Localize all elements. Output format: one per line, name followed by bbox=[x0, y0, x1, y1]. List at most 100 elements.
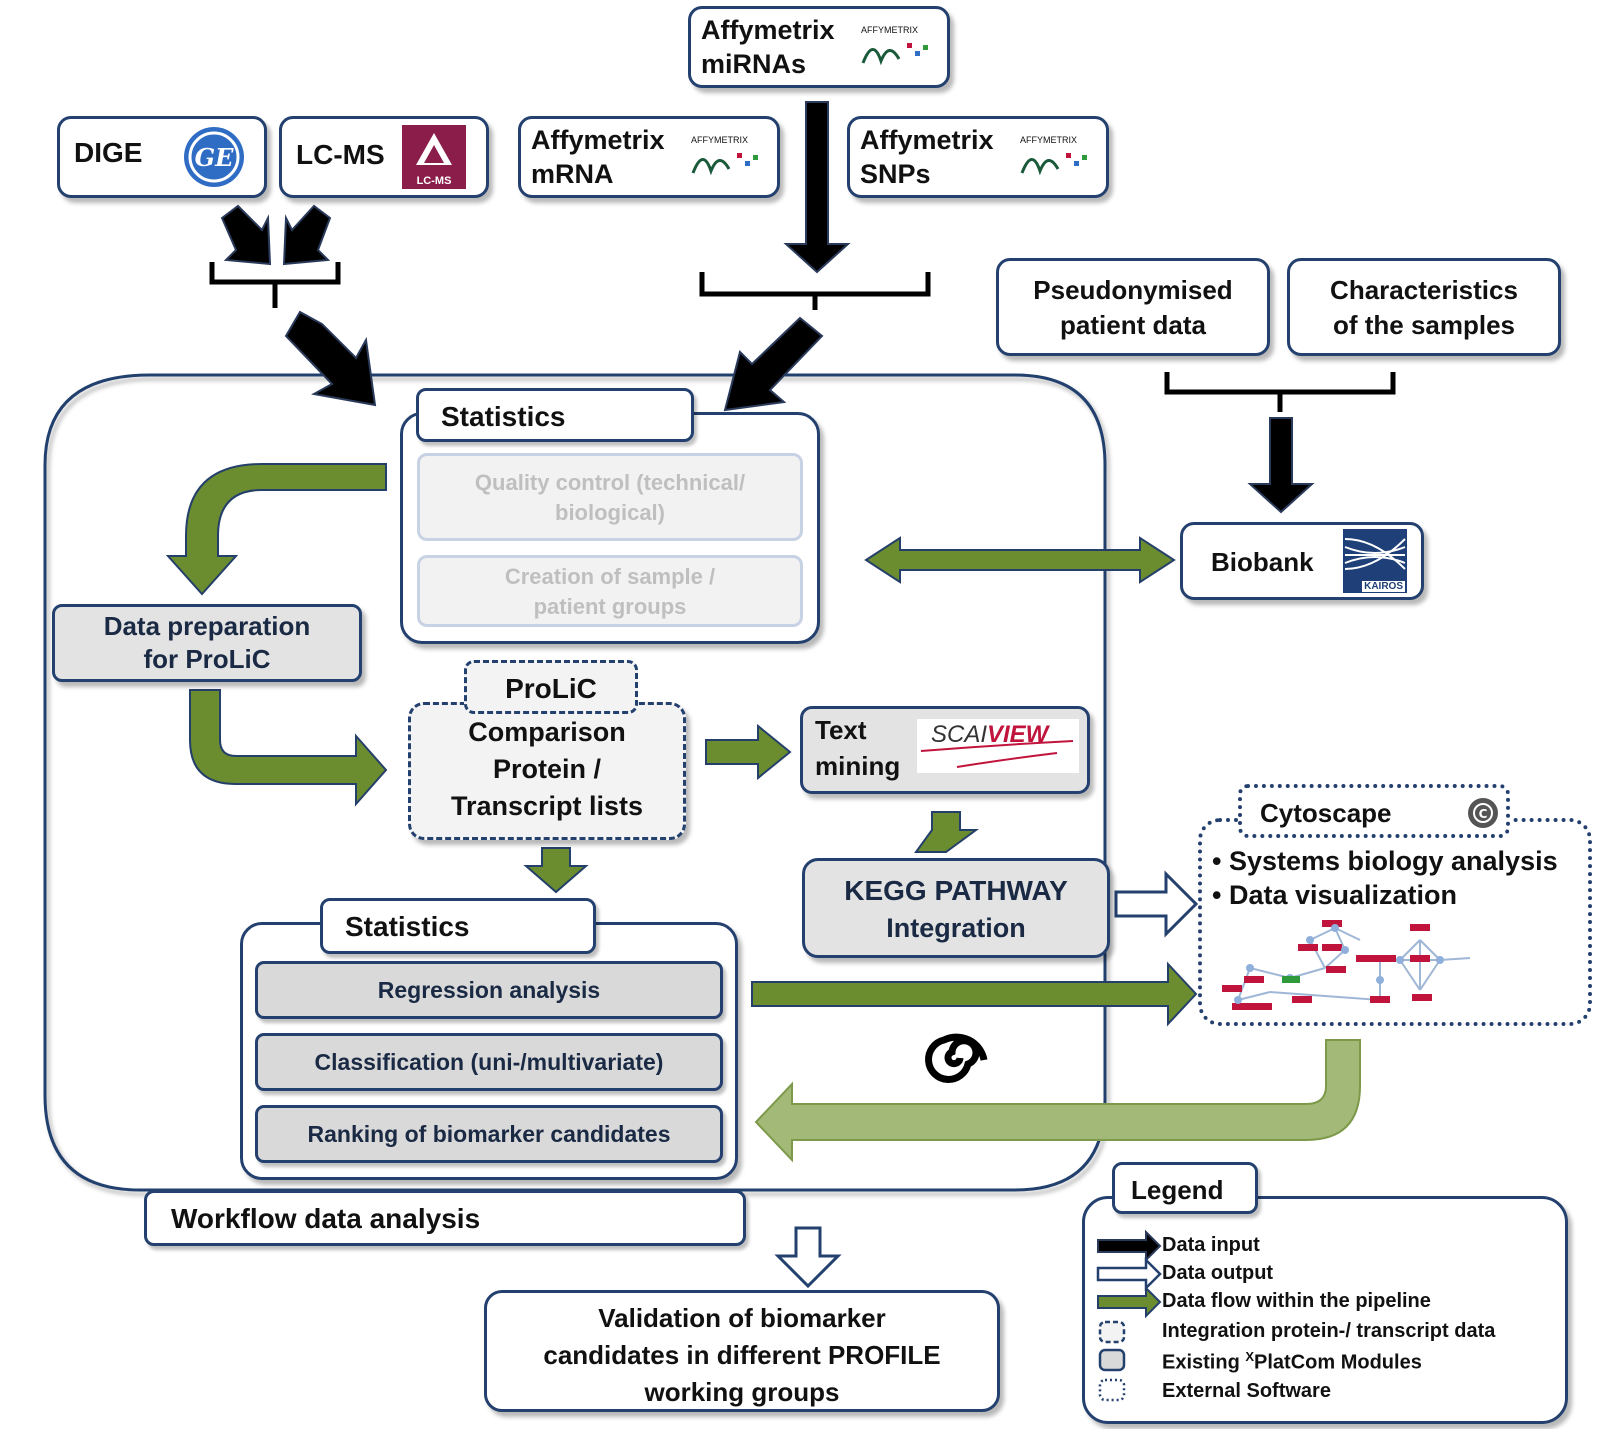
affymetrix-logo-icon: AFFYMETRIX bbox=[689, 133, 769, 183]
legend-integration-label: Integration protein-/ transcript data bbox=[1162, 1320, 1496, 1342]
kairos-logo-icon: KAIROS bbox=[1343, 529, 1407, 593]
data-flow-arrows bbox=[165, 463, 1198, 1027]
regression-module: Regression analysis bbox=[255, 961, 723, 1019]
arrow-proteomics-to-stats bbox=[284, 310, 377, 407]
arrow-affy-to-stats bbox=[723, 316, 824, 412]
validation-line1: Validation of biomarker bbox=[598, 1303, 886, 1333]
arrow-lcms-input bbox=[282, 204, 332, 266]
legend-icons bbox=[1096, 1229, 1162, 1402]
sample-characteristics-line1: Characteristics bbox=[1330, 275, 1518, 305]
arrow-textmining-to-kegg bbox=[914, 811, 980, 853]
svg-text:GE: GE bbox=[195, 143, 234, 172]
arrow-dataprep-to-prolic bbox=[189, 689, 388, 807]
sample-groups-module: Creation of sample / patient groups bbox=[417, 555, 803, 627]
arrow-workflow-to-validation bbox=[774, 1226, 842, 1289]
affy-snps-line1: Affymetrix bbox=[860, 125, 994, 155]
prolic-line3: Transcript lists bbox=[450, 791, 644, 821]
network-nodes-red bbox=[1222, 920, 1432, 1010]
arrow-prolic-to-textmining bbox=[705, 723, 792, 781]
bracket-patient bbox=[1164, 372, 1396, 412]
data-input-arrows bbox=[220, 101, 1315, 514]
kegg-module: KEGG PATHWAY Integration bbox=[802, 858, 1110, 958]
legend-existing-rest: PlatCom Modules bbox=[1254, 1351, 1422, 1374]
ranking-module: Ranking of biomarker candidates bbox=[255, 1105, 723, 1163]
affy-mrna-line1: Affymetrix bbox=[531, 125, 665, 155]
prolic-title: ProLiC bbox=[505, 673, 597, 704]
data-prep-module: Data preparation for ProLiC bbox=[52, 604, 362, 682]
affy-snps-box: Affymetrix SNPs AFFYMETRIX bbox=[847, 116, 1109, 198]
prolic-container: Comparison Protein / Transcript lists bbox=[408, 702, 686, 840]
lcms-logo-icon: LC-MS bbox=[402, 125, 466, 189]
statistics-top-tab: Statistics bbox=[416, 388, 694, 442]
sample-groups-line1: Creation of sample / bbox=[504, 564, 716, 589]
kegg-line2: Integration bbox=[886, 913, 1026, 943]
affy-logo-text: AFFYMETRIX bbox=[691, 135, 749, 145]
legend-tab: Legend bbox=[1112, 1162, 1258, 1214]
patient-data-line1: Pseudonymised bbox=[1033, 275, 1233, 305]
legend-data-output-label: Data output bbox=[1162, 1262, 1274, 1284]
affymetrix-logo-icon: AFFYMETRIX bbox=[859, 23, 939, 73]
lcms-logo-text: LC-MS bbox=[416, 175, 452, 187]
arrow-patient-to-biobank bbox=[1247, 417, 1315, 514]
sample-groups-line2: patient groups bbox=[533, 594, 687, 619]
biobank-label: Biobank bbox=[1211, 547, 1314, 577]
legend-data-flow-label: Data flow within the pipeline bbox=[1162, 1290, 1431, 1312]
dige-label: DIGE bbox=[74, 137, 143, 168]
prolic-line2: Protein / bbox=[492, 754, 601, 784]
legend-existing-word: Existing bbox=[1162, 1351, 1240, 1374]
arrow-kegg-to-cytoscape bbox=[1114, 870, 1199, 938]
legend-existing-label: Existing XPlatCom Modules bbox=[1162, 1349, 1422, 1375]
cytoscape-container: • Systems biology analysis • Data visual… bbox=[1198, 818, 1592, 1026]
cytoscape-bullet-1-text: Systems biology analysis bbox=[1228, 846, 1558, 876]
legend-integration-icon bbox=[1098, 1320, 1126, 1344]
legend-title: Legend bbox=[1131, 1175, 1224, 1205]
biobank-box: Biobank KAIROS bbox=[1180, 522, 1424, 600]
validation-line3: working groups bbox=[644, 1377, 840, 1407]
sample-characteristics-line2: of the samples bbox=[1332, 310, 1516, 340]
patient-data-box: Pseudonymised patient data bbox=[996, 258, 1270, 356]
statistics-bottom-container: Regression analysis Classification (uni-… bbox=[240, 922, 738, 1180]
affy-logo-text: AFFYMETRIX bbox=[1020, 135, 1078, 145]
legend-data-input-icon bbox=[1097, 1229, 1162, 1263]
text-mining-module: Text mining SCAI VIEW bbox=[800, 706, 1090, 794]
lcms-box: LC-MS LC-MS bbox=[279, 116, 489, 198]
cytoscape-tab: Cytoscape C bbox=[1238, 784, 1510, 838]
kairos-logo-text: KAIROS bbox=[1362, 581, 1405, 592]
cytoscape-bullet-1: • Systems biology analysis bbox=[1212, 846, 1558, 876]
scaiview-logo-a: SCAI bbox=[931, 721, 988, 748]
affy-snps-line2: SNPs bbox=[860, 159, 931, 189]
workflow-label-box: Workflow data analysis bbox=[144, 1190, 746, 1246]
arrow-biobank-bidirectional bbox=[864, 536, 1176, 584]
affymetrix-logo-icon: AFFYMETRIX bbox=[1018, 133, 1098, 183]
arrow-prolic-to-statistics bbox=[523, 847, 589, 894]
statistics-bottom-title: Statistics bbox=[345, 911, 470, 942]
affy-mirna-line1: Affymetrix bbox=[701, 15, 835, 45]
text-mining-line1: Text bbox=[815, 715, 867, 745]
spiral-icon bbox=[925, 1033, 988, 1083]
legend-existing-icon bbox=[1098, 1348, 1126, 1372]
workflow-outline bbox=[43, 373, 1107, 1192]
text-mining-line2: mining bbox=[815, 751, 901, 781]
dige-box: DIGE GE bbox=[57, 116, 267, 198]
data-prep-line2: for ProLiC bbox=[143, 644, 271, 674]
ge-logo-icon: GE bbox=[184, 127, 244, 187]
legend-data-flow-icon bbox=[1097, 1285, 1162, 1319]
arrow-stats-to-dataprep bbox=[165, 463, 387, 596]
bracket-proteomics bbox=[209, 262, 341, 308]
affy-mrna-box: Affymetrix mRNA AFFYMETRIX bbox=[518, 116, 780, 198]
sample-characteristics-box: Characteristics of the samples bbox=[1287, 258, 1561, 356]
patient-data-line2: patient data bbox=[1060, 310, 1206, 340]
quality-control-module: Quality control (technical/ biological) bbox=[417, 453, 803, 541]
svg-text:C: C bbox=[1479, 807, 1488, 821]
statistics-bottom-tab: Statistics bbox=[320, 898, 596, 954]
legend-data-input-label: Data input bbox=[1162, 1234, 1260, 1256]
cytoscape-bullet-2: • Data visualization bbox=[1212, 880, 1458, 910]
statistics-top-container: Quality control (technical/ biological) … bbox=[400, 412, 820, 644]
arrow-mirna-input bbox=[783, 101, 851, 274]
arrow-dige-input bbox=[220, 204, 272, 266]
quality-control-line2: biological) bbox=[555, 500, 665, 525]
bracket-affymetrix bbox=[699, 272, 931, 310]
data-prep-line1: Data preparation bbox=[103, 611, 311, 641]
prolic-tab: ProLiC bbox=[464, 660, 638, 714]
